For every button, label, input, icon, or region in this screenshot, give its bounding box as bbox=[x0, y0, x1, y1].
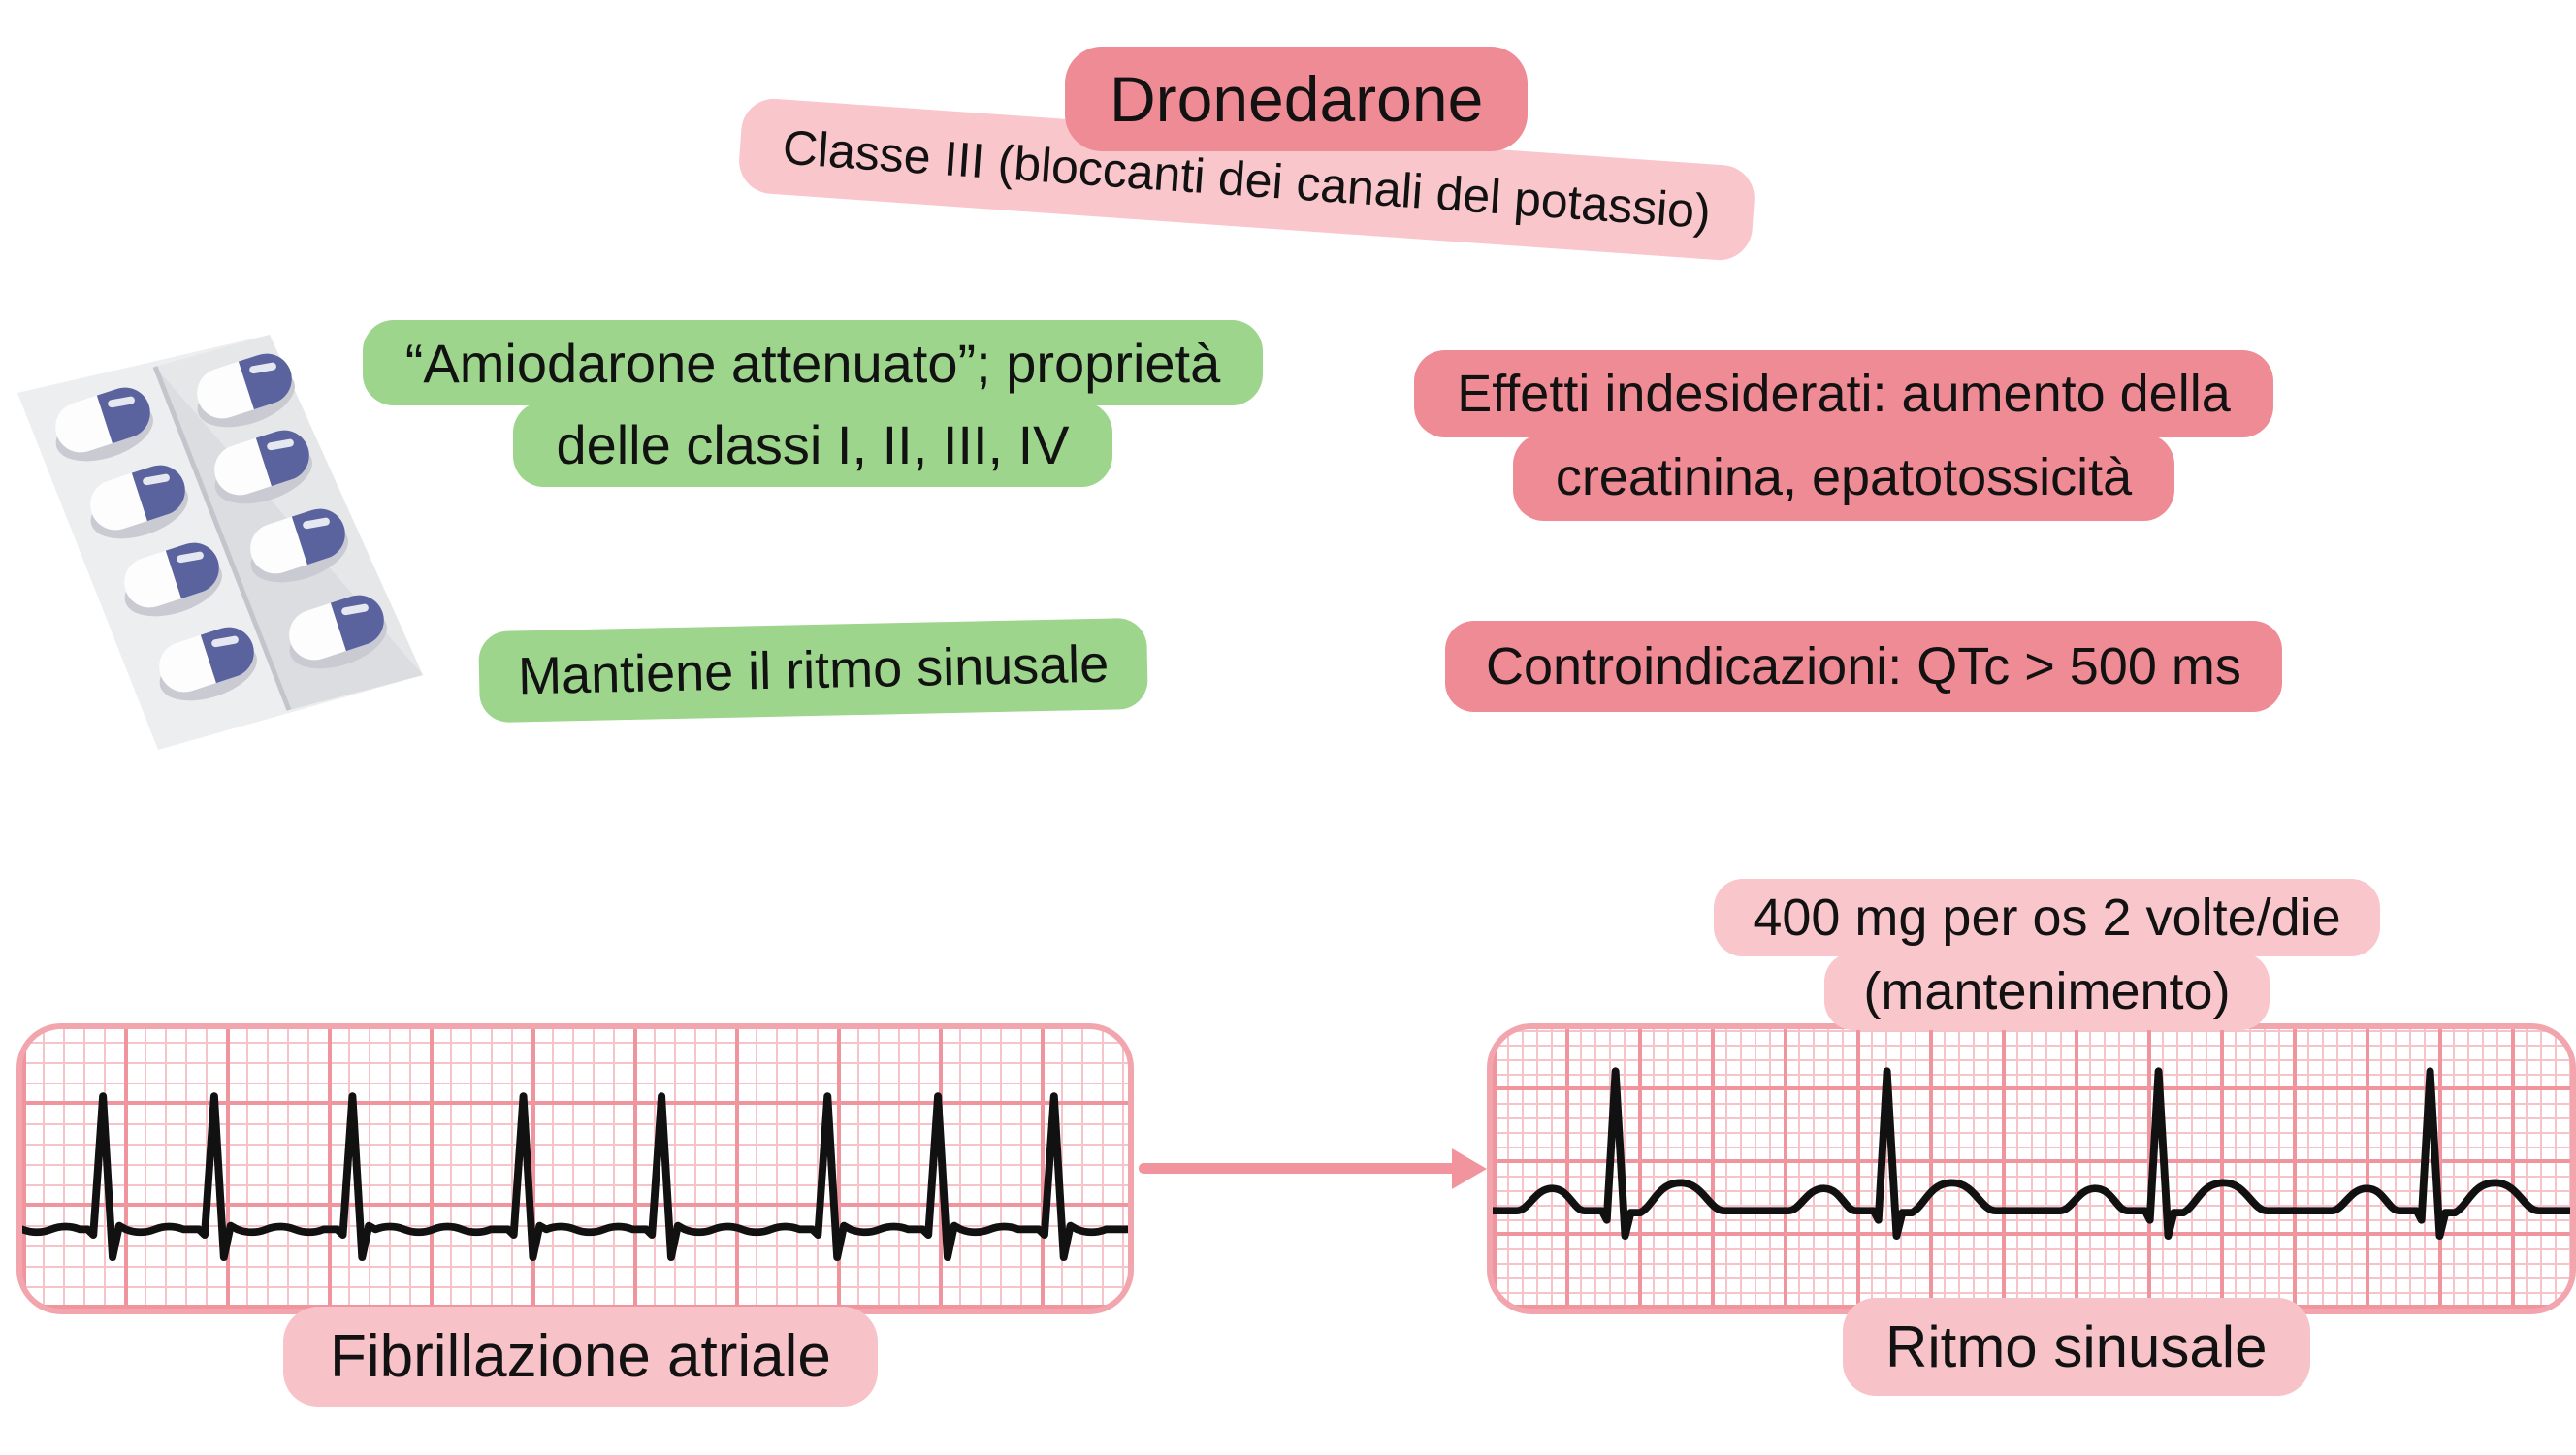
arrow-shaft bbox=[1139, 1163, 1457, 1174]
capsules-group bbox=[55, 353, 387, 701]
arrow-head bbox=[1452, 1148, 1487, 1189]
benefit-amiodarone-line1: “Amiodarone attenuato”; proprietà bbox=[362, 320, 1264, 405]
transition-arrow-icon bbox=[1139, 1148, 1487, 1189]
benefit-amiodarone-line2: delle classi I, II, III, IV bbox=[513, 402, 1112, 487]
side-effects-note: Effetti indesiderati: aumento della crea… bbox=[1393, 350, 2295, 521]
capsule bbox=[124, 542, 222, 617]
capsule bbox=[214, 430, 312, 504]
capsule bbox=[250, 508, 348, 583]
side-effects-line1: Effetti indesiderati: aumento della bbox=[1414, 350, 2273, 437]
sinus-label-box: Ritmo sinusale bbox=[1843, 1298, 2310, 1396]
side-effects-line2: creatinina, epatotossicità bbox=[1512, 434, 2175, 521]
benefit-sinus-note: Mantiene il ritmo sinusale bbox=[478, 617, 1149, 724]
afib-label-box: Fibrillazione atriale bbox=[283, 1307, 878, 1406]
drug-title: Dronedarone bbox=[1110, 63, 1484, 135]
ecg-afib-waveform bbox=[22, 1092, 1128, 1262]
dosage-line2: (mantenimento) bbox=[1824, 953, 2270, 1030]
ecg-sinus-waveform bbox=[1493, 1067, 2570, 1240]
sinus-trace bbox=[1493, 1067, 2570, 1240]
capsule bbox=[90, 465, 188, 539]
capsule bbox=[197, 353, 295, 428]
dosage-note: 400 mg per os 2 volte/die (mantenimento) bbox=[1700, 879, 2394, 1030]
capsule bbox=[289, 595, 387, 669]
ecg-strip-atrial-fibrillation bbox=[16, 1023, 1134, 1314]
contraindications-note: Controindicazioni: QTc > 500 ms bbox=[1445, 621, 2282, 712]
benefit-amiodarone-note: “Amiodarone attenuato”; proprietà delle … bbox=[352, 320, 1273, 487]
dosage-line1: 400 mg per os 2 volte/die bbox=[1714, 879, 2380, 956]
pill-blister-pack-illustration bbox=[17, 335, 423, 750]
capsule bbox=[55, 387, 153, 462]
blister-pack-divider bbox=[152, 366, 292, 711]
drug-title-box: Dronedarone bbox=[1065, 47, 1529, 151]
capsule bbox=[159, 627, 257, 701]
afib-trace bbox=[22, 1092, 1128, 1262]
ecg-strip-sinus-rhythm bbox=[1487, 1023, 2576, 1314]
